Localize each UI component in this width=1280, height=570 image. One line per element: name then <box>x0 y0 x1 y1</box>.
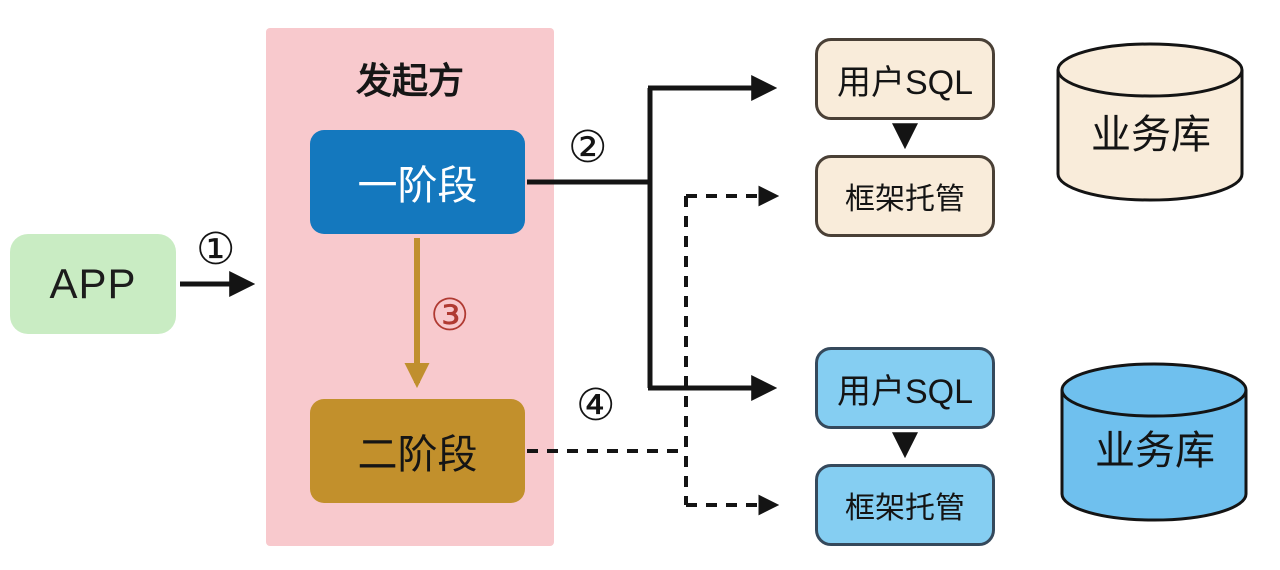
framework-bottom-label: 框架托管 <box>845 492 965 525</box>
phase2-branch-line <box>527 196 688 505</box>
phase1-node: 一阶段 <box>310 130 525 234</box>
step3-badge: ③ <box>430 291 470 340</box>
database-top-cylinder <box>1056 42 1244 202</box>
user-sql-bottom-node: 用户SQL <box>815 347 995 429</box>
step2-badge: ② <box>568 123 608 172</box>
step4-badge: ④ <box>576 381 616 430</box>
app-node: APP <box>10 234 176 334</box>
database-bottom-label: 业务库 <box>1095 429 1215 473</box>
phase2-node: 二阶段 <box>310 399 525 503</box>
phase1-branch-line <box>527 88 653 388</box>
initiator-title: 发起方 <box>355 60 464 101</box>
app-label: APP <box>49 260 137 307</box>
phase2-label: 二阶段 <box>357 433 478 477</box>
framework-bottom-node: 框架托管 <box>815 464 995 546</box>
step1-badge: ① <box>196 225 236 274</box>
user-sql-top-label: 用户SQL <box>836 63 974 102</box>
database-top-label: 业务库 <box>1091 113 1211 157</box>
user-sql-top-node: 用户SQL <box>815 38 995 120</box>
user-sql-bottom-label: 用户SQL <box>836 372 974 411</box>
framework-top-label: 框架托管 <box>845 183 965 216</box>
phase1-label: 一阶段 <box>357 164 478 208</box>
framework-top-node: 框架托管 <box>815 155 995 237</box>
database-bottom-cylinder <box>1060 362 1248 522</box>
